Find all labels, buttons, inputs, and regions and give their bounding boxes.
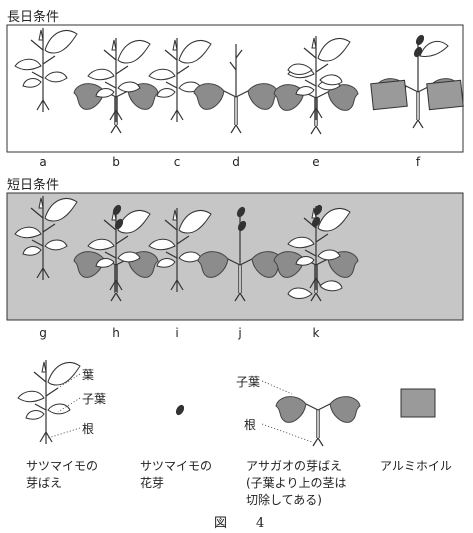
legend-foil-square xyxy=(400,388,436,418)
legend-morning-glory-drawing xyxy=(261,380,362,448)
plant-j xyxy=(196,205,284,303)
legend-bud-drawing xyxy=(174,403,186,417)
label-b: b xyxy=(112,155,120,169)
legend-root-label: 根 xyxy=(82,422,95,436)
legend-mg-root-label: 根 xyxy=(244,418,257,432)
plant-e xyxy=(272,35,360,136)
label-d: d xyxy=(232,155,240,169)
plant-k xyxy=(272,203,360,303)
legend-sweet-potato-drawing xyxy=(17,359,81,445)
label-i: i xyxy=(175,326,179,340)
label-c: c xyxy=(173,155,181,169)
short-day-title: 短日条件 xyxy=(7,178,60,193)
legend-cotyledon-label: 子葉 xyxy=(82,392,107,406)
label-k: k xyxy=(312,326,320,340)
label-a: a xyxy=(39,155,47,169)
plant-f xyxy=(370,33,464,130)
legend-leaf-label: 葉 xyxy=(82,368,95,382)
plant-d xyxy=(192,44,280,135)
caption-foil: アルミホイル xyxy=(380,459,452,473)
figure-caption: 図 4 xyxy=(214,516,273,531)
label-g: g xyxy=(39,326,47,340)
label-e: e xyxy=(312,155,320,169)
label-f: f xyxy=(415,155,421,169)
caption-morning-glory: アサガオの芽ばえ (子葉より上の茎は 切除してある) xyxy=(246,459,347,507)
caption-sweet-potato: サツマイモの 芽ばえ xyxy=(26,459,99,490)
long-day-title: 長日条件 xyxy=(7,10,60,25)
foil-right xyxy=(426,79,464,111)
label-h: h xyxy=(112,326,120,340)
foil-left xyxy=(370,79,408,111)
legend-mg-cotyledon-label: 子葉 xyxy=(236,375,261,389)
caption-bud: サツマイモの 花芽 xyxy=(140,459,213,490)
label-j: j xyxy=(238,326,242,340)
